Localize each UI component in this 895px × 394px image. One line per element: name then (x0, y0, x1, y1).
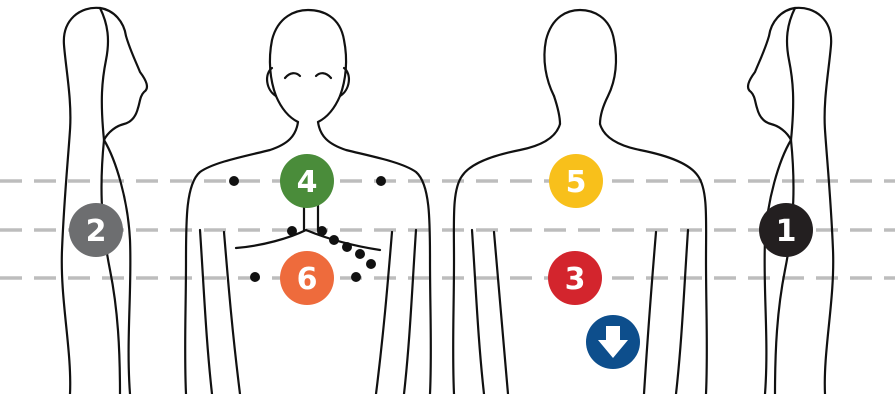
badge-2: 2 (69, 203, 123, 257)
back-figure-left-arm-inner (494, 232, 508, 394)
left-profile-hair-line (100, 8, 108, 140)
right-profile-hair-line (787, 8, 795, 140)
front-figure-left-arm-outer (200, 230, 212, 394)
back-figure-torso-left (453, 124, 560, 394)
front-figure-right-arm-outer (404, 230, 416, 394)
right-profile-figure (748, 8, 833, 394)
front-figure-left-eye (285, 73, 300, 78)
left-profile-arm-line (102, 140, 120, 394)
back-figure-head (544, 10, 616, 124)
electrode-dot (287, 226, 297, 236)
electrode-dot (355, 249, 365, 259)
badge-4: 4 (280, 154, 334, 208)
badge-1: 1 (759, 203, 813, 257)
badge-6: 6 (280, 251, 334, 305)
electrode-dot (317, 226, 327, 236)
electrode-dot (366, 259, 376, 269)
electrode-dot (351, 272, 361, 282)
front-figure-right-arm-inner (376, 232, 392, 394)
back-figure-left-arm-outer (472, 230, 484, 394)
badge-1-label: 1 (776, 214, 797, 249)
down-arrow-badge (586, 315, 640, 369)
front-figure-left-arm-inner (224, 232, 240, 394)
front-figure-chest-line (236, 230, 380, 250)
back-figure-right-arm-inner (644, 232, 656, 394)
electrode-dot (229, 176, 239, 186)
badge-3-label: 3 (565, 262, 586, 297)
back-figure-right-arm-outer (676, 230, 688, 394)
electrode-dot (376, 176, 386, 186)
electrode-dot (342, 242, 352, 252)
front-figure-right-eye (316, 73, 331, 78)
badge-2-label: 2 (86, 214, 107, 249)
back-figure-neck-left (554, 96, 560, 124)
badge-5: 5 (549, 154, 603, 208)
electrode-dot (250, 272, 260, 282)
badge-5-label: 5 (566, 165, 587, 200)
left-profile-figure (62, 8, 147, 394)
badge-4-label: 4 (297, 165, 318, 200)
electrode-dot (329, 235, 339, 245)
front-figure-face-line (276, 96, 298, 122)
right-profile-arm-line (775, 140, 793, 394)
badge-6-label: 6 (297, 262, 318, 297)
badge-3: 3 (548, 251, 602, 305)
